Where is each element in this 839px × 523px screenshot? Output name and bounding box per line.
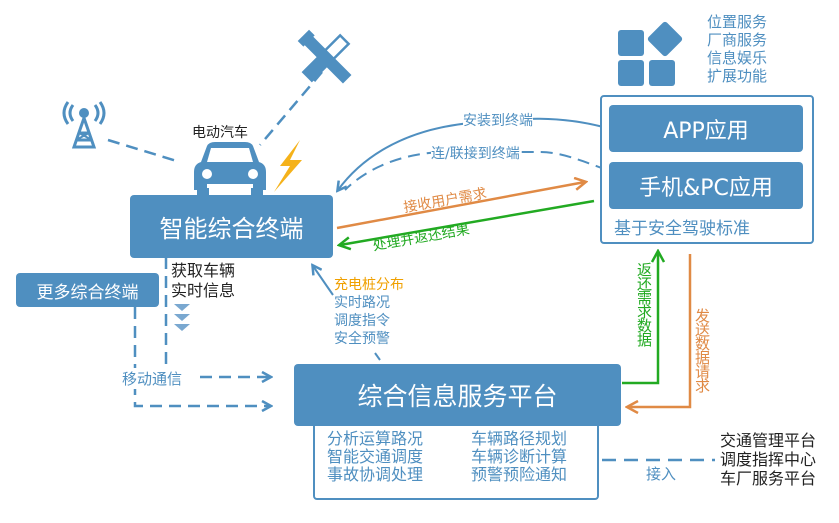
platform-box[interactable]: 综合信息服务平台 xyxy=(294,364,621,426)
lightning-icon xyxy=(274,140,302,192)
feed-item: 实时路况 xyxy=(334,295,390,311)
triple-chevron-down-icon xyxy=(174,304,190,331)
platform-right-functions: 车辆路径规划 车辆诊断计算 预警预险通知 xyxy=(471,430,567,484)
external-item: 车厂服务平台 xyxy=(720,469,817,488)
function-item: 预警预险通知 xyxy=(471,465,568,484)
feed-arrow-head xyxy=(313,266,334,296)
service-item: 扩展功能 xyxy=(707,67,768,85)
vehicle-info-line: 实时信息 xyxy=(171,281,236,300)
car-icon xyxy=(194,142,266,196)
connect-arrow xyxy=(344,151,608,191)
return-data-label: 返还需求数据 xyxy=(635,262,653,346)
app-grid-icon xyxy=(618,21,683,86)
send-request-label: 发送数据请求 xyxy=(693,308,711,392)
tower-link-line xyxy=(107,138,181,164)
external-item: 调度指挥中心 xyxy=(720,450,817,469)
radio-tower-icon xyxy=(62,101,106,149)
feed-item: 调度指令 xyxy=(334,313,390,329)
smart-terminal-title: 智能综合终端 xyxy=(159,215,304,243)
install-label: 安装到终端 xyxy=(463,110,533,130)
mobile-pc-title: 手机&PC应用 xyxy=(639,175,773,201)
function-item: 车辆路径规划 xyxy=(471,429,568,448)
platform-left-functions: 分析运算路况 智能交通调度 事故协调处理 xyxy=(327,430,423,484)
service-item: 厂商服务 xyxy=(707,31,768,49)
external-systems: 交通管理平台 调度指挥中心 车厂服务平台 xyxy=(720,431,816,488)
send-request-arrow xyxy=(628,254,692,407)
standard-label: 基于安全驾驶标准 xyxy=(614,219,750,239)
function-item: 智能交通调度 xyxy=(327,447,424,466)
app-title: APP应用 xyxy=(663,118,749,144)
more-terminals-line xyxy=(133,307,270,406)
function-item: 车辆诊断计算 xyxy=(471,447,568,466)
vehicle-info-text: 获取车辆 实时信息 xyxy=(171,261,235,301)
function-item: 分析运算路况 xyxy=(327,429,424,448)
service-item: 信息娱乐 xyxy=(707,49,768,67)
vehicle-info-line: 获取车辆 xyxy=(171,261,236,280)
satellite-icon xyxy=(297,29,352,84)
mobile-comm-label: 移动通信 xyxy=(122,368,183,389)
smart-terminal-box[interactable]: 智能综合终端 xyxy=(130,195,333,258)
satellite-link-line xyxy=(259,71,323,146)
function-item: 事故协调处理 xyxy=(327,465,424,484)
return-data-arrow xyxy=(622,252,658,385)
service-item: 位置服务 xyxy=(707,13,768,31)
app-box[interactable]: APP应用 xyxy=(609,105,803,152)
mobile-pc-box[interactable]: 手机&PC应用 xyxy=(609,162,803,209)
platform-title: 综合信息服务平台 xyxy=(357,382,558,411)
access-label: 接入 xyxy=(646,465,677,483)
charging-feed: 充电桩分布 xyxy=(334,277,404,293)
more-terminals-box[interactable]: 更多综合终端 xyxy=(16,273,159,307)
connect-label: 连/联接到终端 xyxy=(431,143,520,163)
process-arrow xyxy=(340,199,595,245)
platform-feeds: 充电桩分布 实时路况 调度指令 安全预警 xyxy=(334,276,404,348)
external-item: 交通管理平台 xyxy=(720,431,817,450)
car-label: 电动汽车 xyxy=(192,125,248,141)
receive-arrow xyxy=(336,182,585,230)
services-list: 位置服务 厂商服务 信息娱乐 扩展功能 xyxy=(707,13,767,85)
more-terminals-title: 更多综合终端 xyxy=(36,282,139,303)
feed-arrow-tail xyxy=(374,352,381,361)
platform-functions-panel xyxy=(313,418,599,500)
feed-item: 安全预警 xyxy=(334,331,390,347)
